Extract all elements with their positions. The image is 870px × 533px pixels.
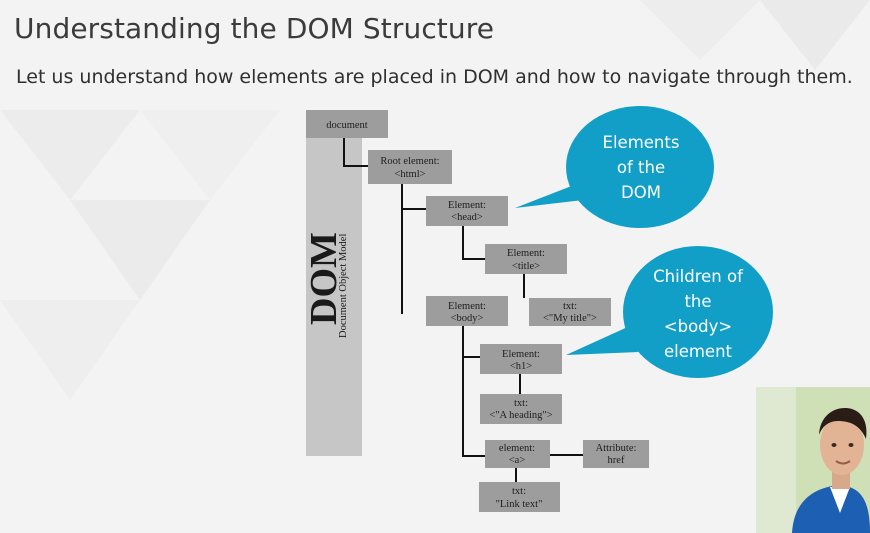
svg-text:Attribute:: Attribute: xyxy=(596,443,637,454)
node-root-element: Root element: <html> xyxy=(368,150,452,184)
svg-text:<html>: <html> xyxy=(394,169,425,180)
slide-subtitle: Let us understand how elements are place… xyxy=(16,66,853,88)
dom-side-label: DOM xyxy=(303,232,345,325)
svg-text:Element:: Element: xyxy=(502,349,540,360)
node-anchor: element: <a> xyxy=(485,440,550,468)
node-title-text: txt: <"My title"> xyxy=(529,298,611,326)
node-h1: Element: <h1> xyxy=(480,344,562,374)
callout-elements-of-dom: Elements of the DOM xyxy=(515,106,714,228)
svg-text:"Link text": "Link text" xyxy=(496,499,543,510)
node-head: Element: <head> xyxy=(426,196,508,226)
node-body: Element: <body> xyxy=(426,296,508,326)
svg-text:<h1>: <h1> xyxy=(510,361,532,372)
svg-text:<body>: <body> xyxy=(664,317,732,336)
svg-text:Children of: Children of xyxy=(653,267,744,286)
svg-text:of the: of the xyxy=(617,158,665,177)
svg-text:href: href xyxy=(608,455,625,466)
presenter-image xyxy=(756,387,870,533)
node-title: Element: <title> xyxy=(485,244,567,274)
node-attribute: Attribute: href xyxy=(583,440,649,468)
svg-text:document: document xyxy=(326,120,367,131)
dom-side-sublabel: Document Object Model xyxy=(338,234,349,338)
svg-text:txt:: txt: xyxy=(514,398,528,409)
node-link-text: txt: "Link text" xyxy=(479,482,560,512)
node-h1-text: txt: <"A heading"> xyxy=(480,394,562,424)
svg-text:<"A heading">: <"A heading"> xyxy=(489,410,552,421)
svg-text:<head>: <head> xyxy=(451,212,483,223)
svg-text:the: the xyxy=(684,292,711,311)
svg-text:<a>: <a> xyxy=(509,455,526,466)
node-document: document xyxy=(306,110,388,138)
svg-text:element:: element: xyxy=(499,443,535,454)
svg-text:txt:: txt: xyxy=(512,486,526,497)
svg-text:Element:: Element: xyxy=(507,248,545,259)
svg-text:Root element:: Root element: xyxy=(380,156,439,167)
svg-text:<body>: <body> xyxy=(451,313,484,324)
callout-children-of-body: Children of the <body> element xyxy=(566,246,773,378)
svg-text:DOM: DOM xyxy=(621,183,661,202)
svg-text:Element:: Element: xyxy=(448,301,486,312)
dom-side-bar xyxy=(306,138,362,456)
svg-text:Element:: Element: xyxy=(448,200,486,211)
svg-text:txt:: txt: xyxy=(563,301,577,312)
presenter-video xyxy=(756,387,870,533)
svg-text:element: element xyxy=(664,342,733,361)
svg-text:Elements: Elements xyxy=(603,133,680,152)
svg-text:<title>: <title> xyxy=(512,261,540,272)
tree-connectors xyxy=(343,138,583,482)
svg-text:<"My title">: <"My title"> xyxy=(543,313,597,324)
slide-title: Understanding the DOM Structure xyxy=(14,12,495,45)
